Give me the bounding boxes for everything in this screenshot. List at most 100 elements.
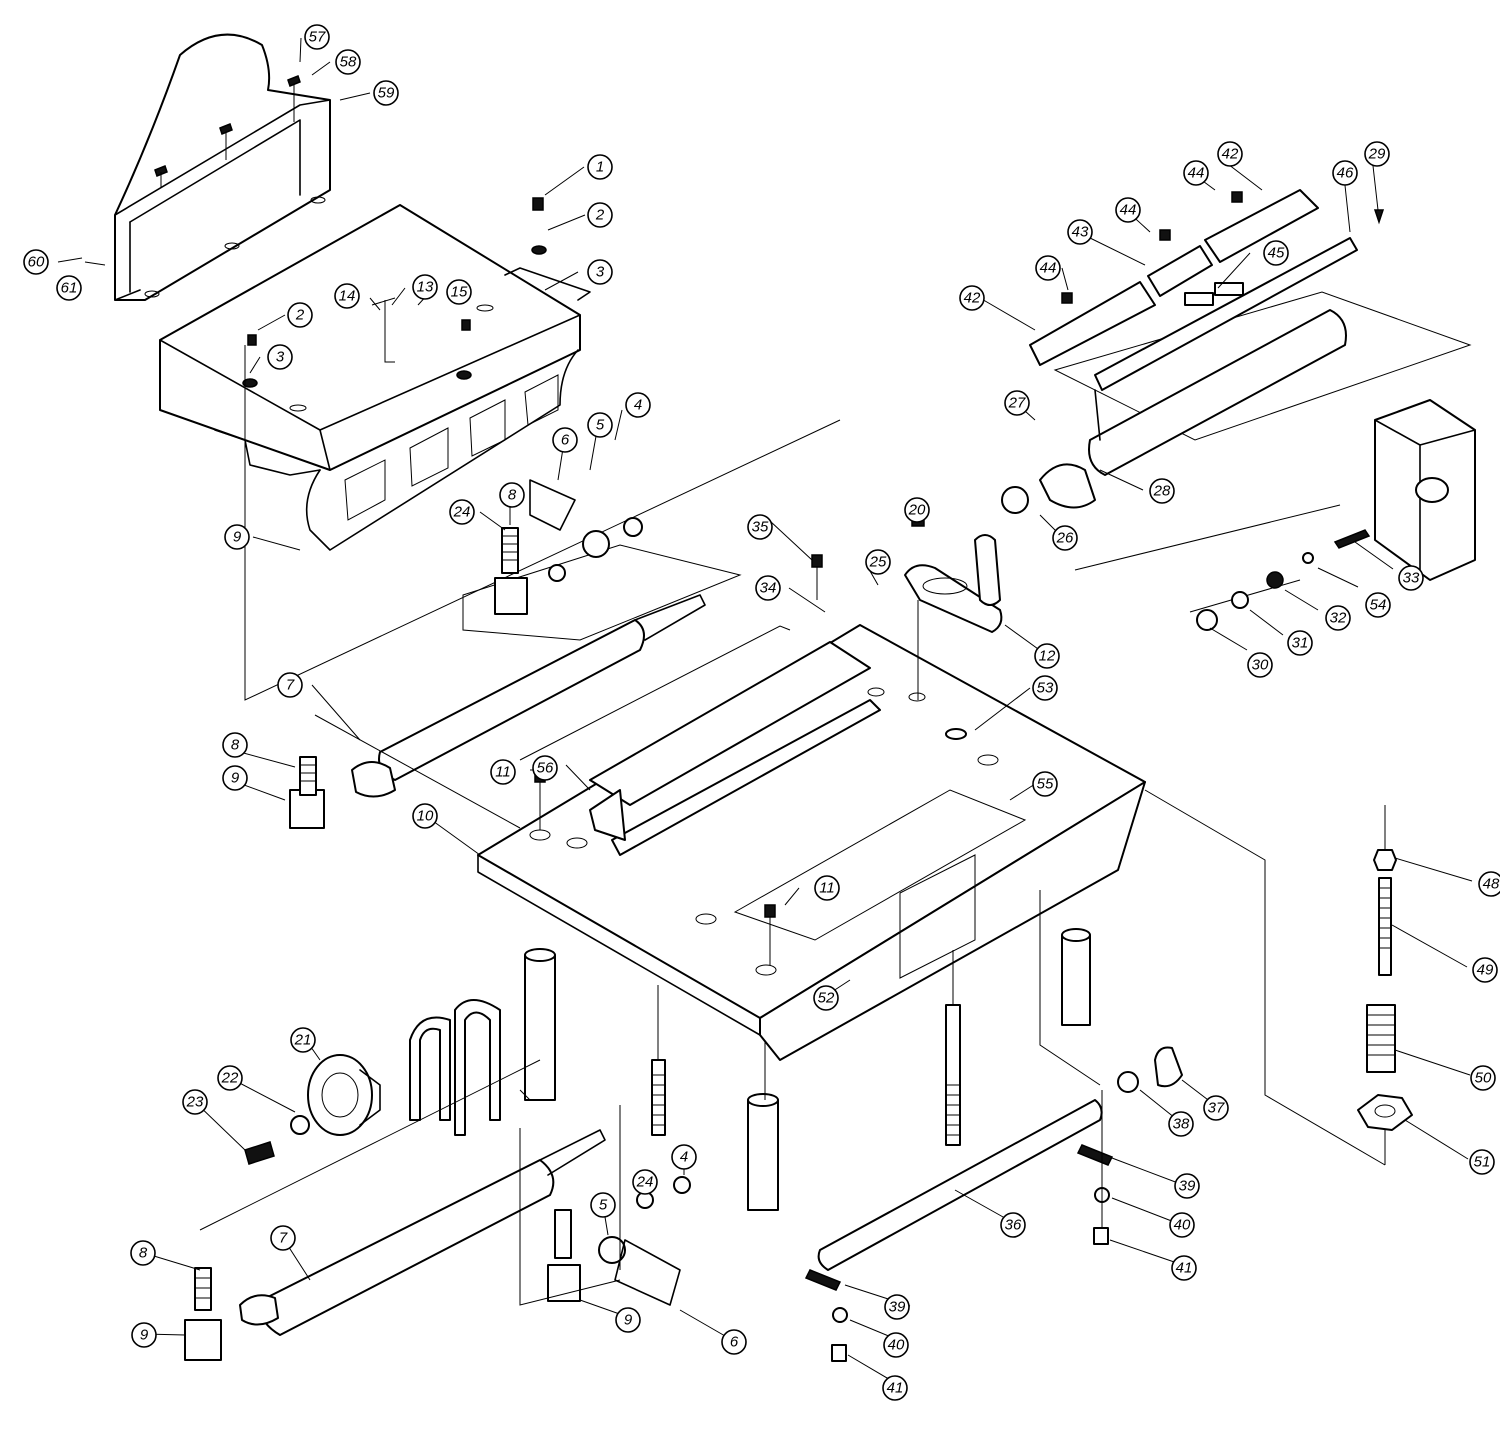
callout-circle [1469,1149,1495,1175]
callout-61: 61 [56,275,82,301]
callout-20: 20 [904,497,930,523]
callout-circle [747,514,773,540]
callout-number: 52 [818,990,835,1007]
callout-24: 24 [449,499,475,525]
callout-26: 26 [1052,525,1078,551]
callout-3: 3 [587,259,613,285]
callout-circle [1052,525,1078,551]
callout-42: 42 [1217,141,1243,167]
callout-52: 52 [813,985,839,1011]
callout-circle [1287,630,1313,656]
callout-number: 2 [295,307,305,324]
callout-40: 40 [1169,1212,1195,1238]
callout-number: 44 [1188,165,1205,182]
callout-circle [449,499,475,525]
callout-6: 6 [721,1329,747,1355]
callout-57: 57 [304,24,330,50]
callout-number: 9 [231,770,240,787]
callout-circle [1004,390,1030,416]
callout-8: 8 [130,1240,156,1266]
callout-number: 7 [279,1230,288,1247]
callout-13: 13 [412,274,438,300]
callout-38: 38 [1168,1111,1194,1137]
callout-circle [1168,1111,1194,1137]
elevation-crank [904,515,1003,700]
lock-rod-assembly [804,890,1183,1362]
callout-number: 2 [595,207,605,224]
callout-43: 43 [1067,219,1093,245]
callout-4: 4 [671,1144,697,1170]
callout-circle [222,765,248,791]
height-screw-assembly [1144,789,1413,1166]
callout-number: 24 [453,504,471,521]
callout-circle [1171,1255,1197,1281]
callout-number: 9 [233,529,242,546]
callout-circle [23,249,49,275]
callout-number: 23 [186,1094,204,1111]
callout-46: 46 [1332,160,1358,186]
callout-15: 15 [446,279,472,305]
callout-number: 37 [1208,1100,1225,1117]
callout-circle [882,1375,908,1401]
callout-circle [959,285,985,311]
top-cover [159,197,841,701]
callout-24: 24 [632,1169,658,1195]
callout-circle [721,1329,747,1355]
callout-circle [412,803,438,829]
callout-circle [290,1027,316,1053]
callout-36: 36 [1000,1212,1026,1238]
callout-circle [131,1322,157,1348]
callout-circle [222,732,248,758]
planer-table [477,554,1146,1061]
callout-9: 9 [131,1322,157,1348]
callout-circle [1365,592,1391,618]
callout-circle [904,497,930,523]
callout-circle [1183,160,1209,186]
callout-25: 25 [865,549,891,575]
callout-41: 41 [1171,1255,1197,1281]
callout-number: 48 [1483,876,1500,893]
callout-7: 7 [277,672,303,698]
callout-number: 35 [752,519,769,536]
callout-12: 12 [1034,643,1060,669]
callout-number: 32 [1330,610,1347,627]
callout-circle [883,1332,909,1358]
callout-circle [1032,771,1058,797]
callout-number: 12 [1039,648,1056,665]
callout-circle [1000,1212,1026,1238]
callout-number: 10 [417,808,434,825]
callout-circle [1203,1095,1229,1121]
callout-9: 9 [224,524,250,550]
callout-circle [1032,675,1058,701]
callout-8: 8 [499,482,525,508]
callout-2: 2 [287,302,313,328]
callout-number: 7 [286,677,295,694]
callout-circle [587,259,613,285]
callout-number: 11 [819,880,835,897]
callout-circle [1034,643,1060,669]
callout-circle [632,1169,658,1195]
callout-circle [335,49,361,75]
callout-number: 30 [1252,657,1269,674]
callout-number: 6 [730,1334,739,1351]
callout-58: 58 [335,49,361,75]
callout-48: 48 [1478,871,1500,897]
callout-55: 55 [1032,771,1058,797]
callout-circle [267,344,293,370]
callout-number: 39 [889,1299,906,1316]
callout-number: 44 [1040,260,1057,277]
callout-number: 43 [1072,224,1089,241]
callout-circle [1169,1212,1195,1238]
callout-circle [217,1065,243,1091]
callout-circle [334,283,360,309]
callout-11: 11 [814,875,840,901]
callout-40: 40 [883,1332,909,1358]
callout-circle [304,24,330,50]
callout-circle [373,80,399,106]
callout-50: 50 [1470,1065,1496,1091]
callout-circle [813,985,839,1011]
callout-circle [56,275,82,301]
callout-7: 7 [270,1225,296,1251]
callout-34: 34 [755,575,781,601]
callout-number: 58 [340,54,357,71]
